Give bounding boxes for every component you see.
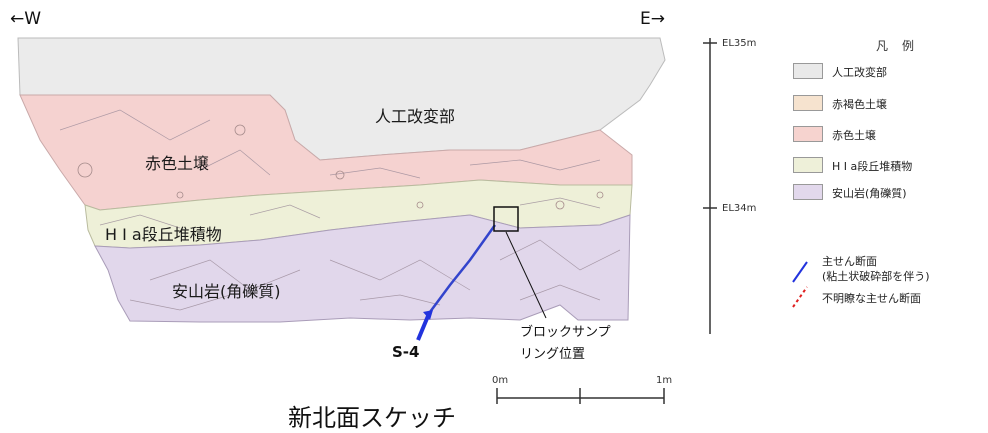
- block-sampling-callout: ブロックサンプ リング位置: [520, 322, 611, 366]
- main-fault-legend: 主せん断面 (粘土状破砕部を伴う): [822, 254, 930, 284]
- legend-title: 凡例: [876, 39, 929, 53]
- callout-line-2: リング位置: [520, 347, 586, 362]
- callout-line: [505, 231, 547, 319]
- legend-swatch: [793, 63, 823, 79]
- legend-swatch: [793, 126, 823, 142]
- legend-swatch: [793, 157, 823, 173]
- fault-id-label: S-4: [392, 343, 420, 361]
- main-fault-trace: [428, 224, 497, 313]
- callout-line-1: ブロックサンプ: [520, 325, 611, 340]
- main-fault-legend-symbol: [792, 261, 808, 283]
- east-label: E→: [640, 9, 665, 29]
- main-fault-label: 主せん断面: [822, 255, 877, 268]
- unclear-fault-legend-symbol: [792, 286, 808, 308]
- scale-zero-label: 0m: [492, 375, 509, 386]
- legend-swatch: [793, 95, 823, 111]
- legend-label: 赤色土壌: [832, 129, 876, 142]
- unclear-fault-label: 不明瞭な主せん断面: [822, 292, 921, 305]
- main-fault-sublabel: (粘土状破砕部を伴う): [822, 270, 930, 283]
- scale-bar: [496, 388, 665, 404]
- legend-label: 安山岩(角礫質): [832, 187, 907, 200]
- legend-label: H I a段丘堆積物: [832, 160, 913, 173]
- sketch-title: 新北面スケッチ: [288, 404, 456, 432]
- zone-label-andesite: 安山岩(角礫質): [172, 282, 281, 301]
- scale-one-label: 1m: [656, 375, 673, 386]
- zone-label-red-soil: 赤色土壌: [145, 154, 210, 173]
- legend-label: 人工改変部: [832, 66, 887, 79]
- elevation-35-label: EL35m: [722, 38, 757, 49]
- s4-arrow: [416, 315, 430, 341]
- elevation-34-label: EL34m: [722, 203, 757, 214]
- zone-label-artificial: 人工改変部: [375, 107, 456, 126]
- block-sample-box: [493, 206, 519, 232]
- west-label: ←W: [10, 9, 42, 29]
- zone-label-terrace: H I a段丘堆積物: [105, 225, 222, 244]
- legend-swatch: [793, 184, 823, 200]
- legend-label: 赤褐色土壌: [832, 98, 887, 111]
